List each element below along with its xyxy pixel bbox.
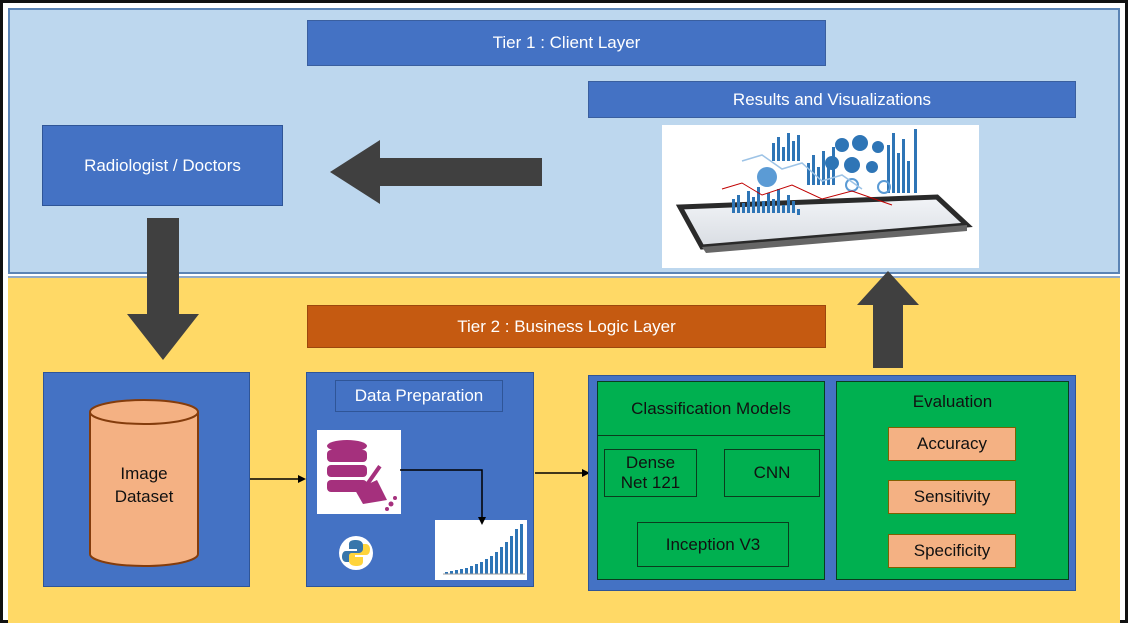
arrow-clean-to-chart — [400, 469, 486, 525]
classification-models-box: Classification Models Dense Net 121 CNN … — [597, 381, 825, 580]
python-logo-icon — [339, 536, 373, 570]
data-preparation-title: Data Preparation — [335, 380, 503, 412]
data-preparation-box: Data Preparation — [306, 372, 534, 587]
metric-specificity: Specificity — [888, 534, 1016, 568]
database-broom-icon — [327, 440, 397, 511]
arrow-dataset-to-prep — [250, 475, 306, 483]
densenet-label-line2: Net 121 — [620, 473, 681, 492]
dataset-label: Image Dataset — [88, 463, 200, 509]
results-title: Results and Visualizations — [588, 81, 1076, 118]
densenet-label-line1: Dense — [625, 453, 676, 473]
data-cleaning-image — [317, 430, 401, 514]
tier2-title: Tier 2 : Business Logic Layer — [307, 305, 826, 348]
database-cylinder-icon — [89, 399, 199, 567]
metric-sensitivity: Sensitivity — [888, 480, 1016, 514]
inception-v3-box: Inception V3 — [637, 522, 789, 567]
results-visualization-image — [662, 125, 979, 268]
image-dataset-box: Image Dataset — [43, 372, 250, 587]
evaluation-box: Evaluation Accuracy Sensitivity Specific… — [836, 381, 1069, 580]
metric-accuracy: Accuracy — [888, 427, 1016, 461]
arrow-down-icon — [127, 218, 199, 360]
evaluation-title: Evaluation — [912, 392, 993, 411]
dataset-label-line1: Image — [120, 464, 168, 483]
arrow-prep-to-models — [535, 469, 590, 477]
densenet-121-box: Dense Net 121 — [604, 449, 697, 497]
cnn-box: CNN — [724, 449, 820, 497]
dataset-label-line2: Dataset — [114, 486, 174, 506]
growth-chart-image — [435, 520, 527, 580]
bar-chart-icon — [443, 524, 525, 575]
radiologist-node: Radiologist / Doctors — [42, 125, 283, 206]
arrow-up-icon — [857, 271, 919, 368]
classification-models-title: Classification Models — [598, 382, 824, 436]
arrow-left-icon — [330, 140, 542, 204]
tablet-dashboard-icon — [675, 129, 973, 253]
tier1-title: Tier 1 : Client Layer — [307, 20, 826, 66]
